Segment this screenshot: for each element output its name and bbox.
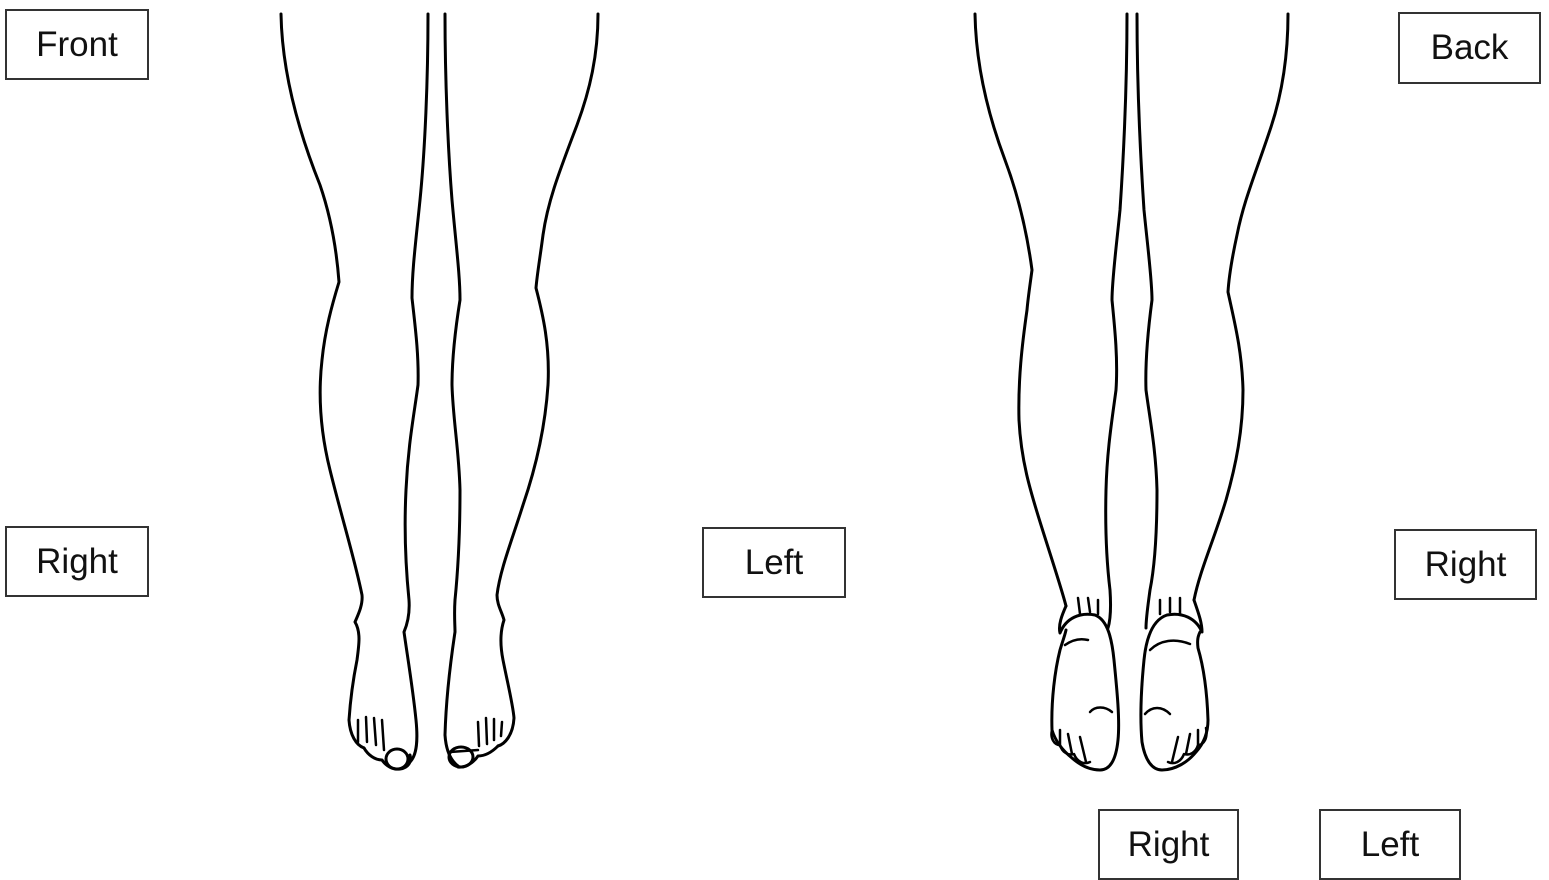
back-legs-figure: [975, 14, 1288, 770]
front-legs-figure: [281, 14, 598, 769]
front-left-leg-inner-outline: [445, 14, 460, 766]
back-left-sole-outline: [1052, 606, 1119, 770]
back-left-leg-inner-outline: [1106, 14, 1127, 628]
back-right-leg-inner-outline: [1137, 14, 1157, 628]
back-right-toes: [1168, 728, 1207, 763]
front-right-big-toe: [386, 749, 408, 769]
front-left-leg-outer-outline: [497, 14, 598, 746]
front-right-leg-inner-outline: [404, 14, 428, 762]
front-right-toe-lines: [358, 717, 384, 750]
back-right-arch-line: [1145, 641, 1190, 714]
back-left-leg-outer-outline: [975, 14, 1066, 606]
back-right-leg-outer-outline: [1194, 14, 1288, 600]
back-right-ankle-tendons: [1160, 598, 1180, 614]
back-left-arch-line: [1065, 639, 1112, 712]
back-left-ankle-tendons: [1078, 598, 1098, 614]
front-right-leg-outer-outline: [281, 14, 364, 748]
